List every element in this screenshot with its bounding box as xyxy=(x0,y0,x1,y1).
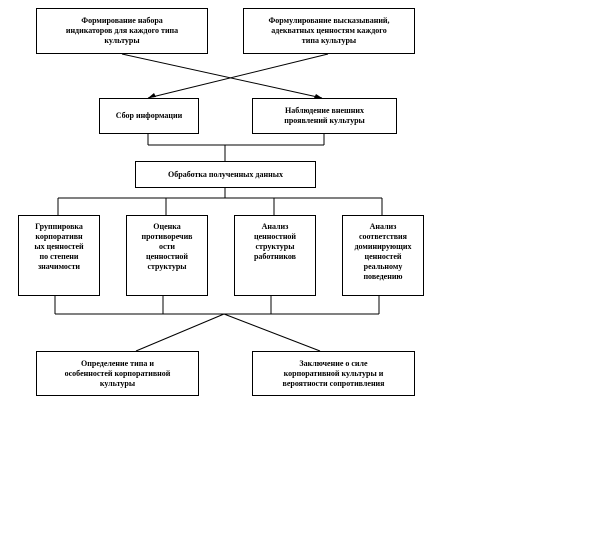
node-form-statements-label: Формулирование высказываний, адекватных … xyxy=(268,16,390,45)
node-assess-contradiction-label: Оценка противоречив ости ценностной стру… xyxy=(141,222,193,271)
node-analyze-structure-label: Анализ ценностной структуры работников xyxy=(253,222,297,261)
node-process-data: Обработка полученных данных xyxy=(135,161,316,188)
node-analyze-conformity: Анализ соответствия доминирующих ценност… xyxy=(342,215,424,296)
node-define-type: Определение типа и особенностей корпорат… xyxy=(36,351,199,396)
node-assess-contradiction: Оценка противоречив ости ценностной стру… xyxy=(126,215,208,296)
edge-merge-n10 xyxy=(135,313,225,352)
node-observe-culture: Наблюдение внешних проявлений культуры xyxy=(252,98,397,134)
node-define-type-label: Определение типа и особенностей корпорат… xyxy=(64,358,171,388)
node-form-indicators: Формирование набора индикаторов для кажд… xyxy=(36,8,208,54)
node-conclusion-label: Заключение о силе корпоративной культуры… xyxy=(282,358,385,388)
edge-merge-n11 xyxy=(223,313,321,352)
node-collect-info-label: Сбор информации xyxy=(115,111,183,120)
edge-n2-n3 xyxy=(147,53,329,99)
node-form-indicators-label: Формирование набора индикаторов для кажд… xyxy=(65,16,179,45)
edge-n1-n4 xyxy=(121,53,323,99)
arrowhead-n4 xyxy=(314,94,322,98)
node-form-statements: Формулирование высказываний, адекватных … xyxy=(243,8,415,54)
node-conclusion: Заключение о силе корпоративной культуры… xyxy=(252,351,415,396)
node-observe-culture-label: Наблюдение внешних проявлений культуры xyxy=(284,106,365,125)
node-analyze-structure: Анализ ценностной структуры работников xyxy=(234,215,316,296)
node-group-values-label: Группировка корпоративн ых ценностей по … xyxy=(34,222,84,271)
node-analyze-conformity-label: Анализ соответствия доминирующих ценност… xyxy=(354,222,412,281)
node-group-values: Группировка корпоративн ых ценностей по … xyxy=(18,215,100,296)
arrowhead-n3 xyxy=(148,93,156,98)
node-process-data-label: Обработка полученных данных xyxy=(168,169,283,179)
node-collect-info: Сбор информации xyxy=(99,98,199,134)
